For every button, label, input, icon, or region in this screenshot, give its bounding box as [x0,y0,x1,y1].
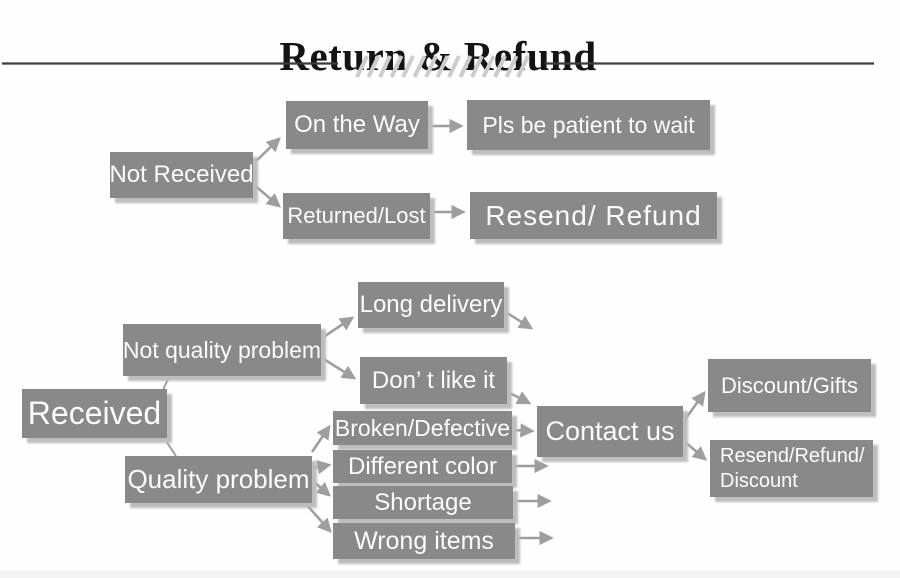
node-label: Don’ t like it [371,366,496,394]
node-dont-like-it: Don’ t like it [360,357,507,404]
page-title: Return & Refund [279,33,597,80]
arrow-quality-to-shortage [312,480,332,497]
bottom-edge-artifact [0,571,900,578]
node-label: Quality problem [127,463,310,494]
arrow-not-received-to-on-the-way [252,137,281,165]
arrow-quality-to-broken-defective [310,424,331,453]
node-received: Received [22,389,167,438]
node-shortage: Shortage [333,486,513,519]
node-returned-lost: Returned/Lost [283,193,430,239]
node-label: Contact us [545,416,675,447]
arrow-quality-to-wrong-items [305,503,332,534]
node-label: Returned/Lost [287,203,426,229]
node-not-received: Not Received [109,152,254,198]
node-label: Pls be patient to wait [482,111,695,138]
node-label: On the Way [294,111,420,139]
node-broken-defective: Broken/Defective [333,411,512,445]
node-discount-gifts: Discount/Gifts [708,359,871,412]
node-label: Not quality problem [122,336,322,363]
node-different-color: Different color [333,450,512,483]
connectors [161,118,708,546]
line-received-to-quality-problem [163,437,177,457]
arrow-quality-to-different-color [312,460,332,475]
arrow-not-received-to-returned-lost [252,183,282,208]
node-label: Discount/Gifts [721,372,858,398]
divider-hatch-icon [355,55,530,78]
node-pls-be-patient: Pls be patient to wait [467,100,710,150]
node-not-quality-problem: Not quality problem [123,324,321,376]
header-divider [2,55,874,78]
arrow-dont-like-it-to-contact-us [505,389,532,405]
node-label: Long delivery [359,291,503,319]
arrow-contact-us-to-discount-gifts [682,390,706,422]
node-label: Resend/ Refund [485,199,702,231]
node-label: Wrong items [354,526,494,555]
node-label-line2: Discount [720,469,798,492]
arrow-long-delivery-out [503,309,534,330]
arrow-not-quality-to-dont-like-it [321,356,357,380]
node-label: Received [27,394,162,431]
arrow-not-quality-to-long-delivery [321,316,355,340]
node-quality-problem: Quality problem [125,456,312,503]
node-resend-refund-discount: Resend/Refund/ Discount [710,440,873,497]
node-label: Different color [348,452,497,480]
arrow-contact-us-to-resend-refund-discount [683,440,708,461]
node-label: Shortage [374,488,472,516]
node-resend-refund: Resend/ Refund [470,192,717,239]
node-wrong-items: Wrong items [333,523,515,559]
node-label-line1: Resend/Refund/ [720,444,865,467]
node-on-the-way: On the Way [286,101,428,149]
node-long-delivery: Long delivery [358,282,504,328]
node-label: Broken/Defective [334,414,511,441]
arrow-broken-defective-to-contact-us [512,423,535,438]
node-label: Not Received [109,161,254,189]
node-contact-us: Contact us [537,406,683,457]
